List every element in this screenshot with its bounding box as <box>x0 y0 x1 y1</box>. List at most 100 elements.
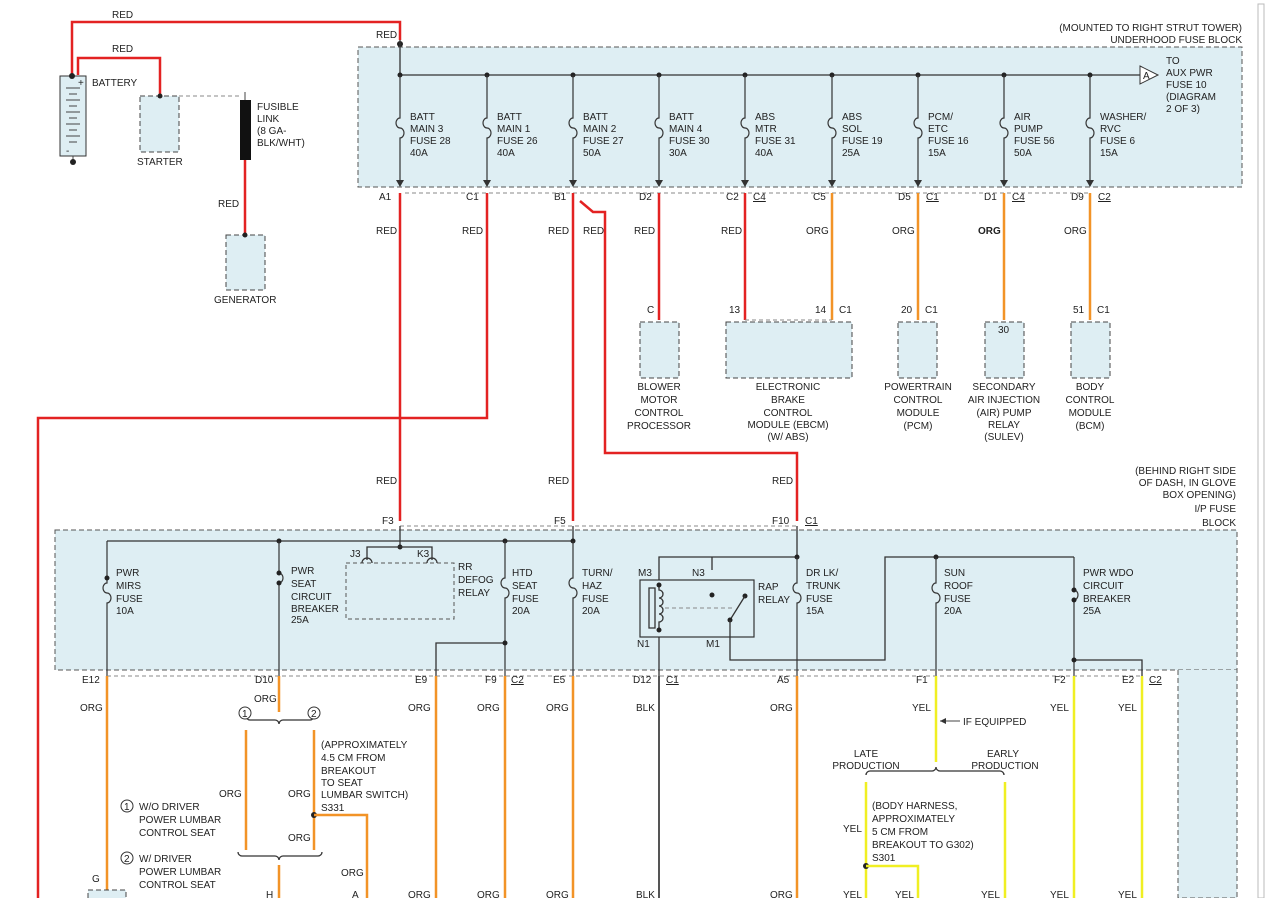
wl-org-l: ORG <box>219 789 242 800</box>
bcm-module <box>1070 321 1111 379</box>
air-l4: RELAY <box>988 420 1020 431</box>
bcm-l2: CONTROL <box>1066 395 1115 406</box>
fuse2-l4: 50A <box>583 148 601 159</box>
ebcm-pin2: 14 <box>815 305 827 316</box>
ebcm-l4: MODULE (EBCM) <box>747 420 828 431</box>
generator-label: GENERATOR <box>214 295 276 306</box>
fusible-link-line2: LINK <box>257 114 280 125</box>
starter-box <box>139 93 180 153</box>
underhood-fuse-6 <box>913 72 923 187</box>
fuse7-l3: FUSE 56 <box>1014 136 1055 147</box>
svg-text:FUSE: FUSE <box>512 594 539 605</box>
fuse1-l2: MAIN 1 <box>497 124 531 135</box>
underhood-fuse-block <box>357 46 1243 188</box>
wire-battery-fuse-block <box>70 20 402 75</box>
legend1-l2: POWER LUMBAR <box>139 815 221 826</box>
ip-out-e5: E5 <box>553 675 566 686</box>
svg-text:FUSE: FUSE <box>806 594 833 605</box>
svg-text:10A: 10A <box>116 606 134 617</box>
fuse6-l4: 15A <box>928 148 946 159</box>
fuse0-l2: MAIN 3 <box>410 124 444 135</box>
svg-text:ROOF: ROOF <box>944 581 973 592</box>
bl-org1: ORG <box>408 890 431 898</box>
blower-l3: CONTROL <box>635 408 684 419</box>
svg-text:BREAKER: BREAKER <box>291 604 339 615</box>
underhood-fuse-2 <box>568 72 578 187</box>
aux-line1: TO <box>1166 56 1180 67</box>
legend2-l2: POWER LUMBAR <box>139 867 221 878</box>
air-l5: (SULEV) <box>984 432 1023 443</box>
wl-org-r: ORG <box>288 789 311 800</box>
pin-c2-conn: C4 <box>753 192 766 203</box>
relay-m3: M3 <box>638 568 652 579</box>
s301-l5: S301 <box>872 853 896 864</box>
pin-b1: B1 <box>554 192 567 203</box>
svg-text:2: 2 <box>124 854 130 865</box>
svg-text:DR LK/: DR LK/ <box>806 568 838 579</box>
pin-d9: D9 <box>1071 192 1084 203</box>
svg-text:CIRCUIT: CIRCUIT <box>1083 581 1124 592</box>
ip-title-5: BLOCK <box>1202 518 1236 529</box>
wire-label-red-starter: RED <box>112 44 133 55</box>
legend1-l3: CONTROL SEAT <box>139 828 216 839</box>
fuse7-l2: PUMP <box>1014 124 1043 135</box>
s331-l3: BREAKOUT <box>321 766 376 777</box>
fuse1-l1: BATT <box>497 112 522 123</box>
pin-a1: A1 <box>379 192 392 203</box>
late-l1: LATE <box>854 749 879 760</box>
svg-text:RR: RR <box>458 562 472 573</box>
pcm-pin: 20 <box>901 305 913 316</box>
aux-line2: AUX PWR <box>1166 68 1213 79</box>
ip-pin-f10: F10 <box>772 516 790 527</box>
bl-yel1: YEL <box>843 890 862 898</box>
svg-text:MIRS: MIRS <box>116 581 141 592</box>
ebcm-l1: ELECTRONIC <box>756 382 820 393</box>
ip-out-f9: F9 <box>485 675 497 686</box>
svg-text:RELAY: RELAY <box>758 595 790 606</box>
fuse2-l1: BATT <box>583 112 608 123</box>
air-l3: (AIR) PUMP <box>977 408 1032 419</box>
fuse0-l3: FUSE 28 <box>410 136 451 147</box>
svg-text:HAZ: HAZ <box>582 581 602 592</box>
fuse6-l2: ETC <box>928 124 948 135</box>
svg-text:BREAKER: BREAKER <box>1083 594 1131 605</box>
s301-l3: 5 CM FROM <box>872 827 928 838</box>
underhood-title-2: UNDERHOOD FUSE BLOCK <box>1110 35 1242 46</box>
ip-out-e9: E9 <box>415 675 428 686</box>
fuse4-l4: 40A <box>755 148 773 159</box>
fuse3-l4: 30A <box>669 148 687 159</box>
ip-pin-f5: F5 <box>554 516 566 527</box>
s301-l1: (BODY HARNESS, <box>872 801 957 812</box>
aux-arrow <box>1139 65 1160 85</box>
wire-label-red-gen: RED <box>218 199 239 210</box>
early-l2: PRODUCTION <box>971 761 1038 772</box>
relay-n3: N3 <box>692 568 705 579</box>
wl-d5: ORG <box>892 226 915 237</box>
fuse5-l3: FUSE 19 <box>842 136 883 147</box>
wl-f3: RED <box>376 476 397 487</box>
battery-symbol: + - <box>59 73 87 165</box>
ip-title-2: OF DASH, IN GLOVE <box>1139 478 1237 489</box>
svg-text:FUSE: FUSE <box>116 594 143 605</box>
fuse8-l3: FUSE 6 <box>1100 136 1135 147</box>
pin-c5: C5 <box>813 192 826 203</box>
fuse5-l2: SOL <box>842 124 862 135</box>
wl-a1: RED <box>376 226 397 237</box>
ip-out-f1: F1 <box>916 675 928 686</box>
fuse-sun-roof <box>931 557 941 676</box>
wl-org-s: ORG <box>288 833 311 844</box>
svg-text:+: + <box>78 78 84 89</box>
fuse-htd-seat <box>500 541 510 676</box>
ip-out-d10: D10 <box>255 675 274 686</box>
fuse2-l2: MAIN 2 <box>583 124 617 135</box>
generator-box <box>225 232 266 291</box>
pcm-l1: POWERTRAIN <box>884 382 952 393</box>
fuse0-l1: BATT <box>410 112 435 123</box>
fuse6-l3: FUSE 16 <box>928 136 969 147</box>
svg-text:A: A <box>1143 71 1150 82</box>
fuse3-l1: BATT <box>669 112 694 123</box>
blower-l1: BLOWER <box>637 382 680 393</box>
ebcm-conn: C1 <box>839 305 852 316</box>
relay-j3: J3 <box>350 549 361 560</box>
relay-m1: M1 <box>706 639 720 650</box>
